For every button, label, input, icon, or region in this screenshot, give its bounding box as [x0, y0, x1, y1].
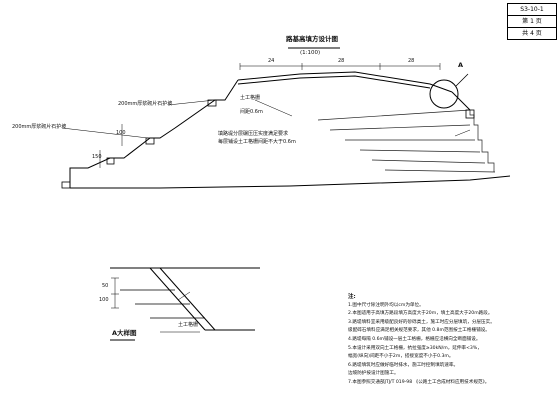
detail-slope-2	[159, 267, 216, 331]
callout-circle	[429, 79, 459, 109]
embankment-outline	[69, 71, 511, 189]
step-benching	[317, 109, 496, 173]
ground-line	[70, 175, 511, 189]
detail-a-drawing	[110, 267, 260, 333]
note-item: 6.路堤填筑时应做好临时排水，施工时控制填筑速率。	[348, 362, 459, 368]
detail-slope-1	[149, 267, 206, 331]
bench-drain-3	[106, 157, 115, 165]
leader-grid	[454, 129, 471, 137]
side-drain-right	[465, 109, 475, 119]
label-grid-spacing: 间距0.6m	[240, 109, 263, 115]
detail-dim-1: 50	[102, 283, 109, 289]
note-item: 边坡防护按设计图施工。	[348, 371, 399, 377]
detail-dim-2: 100	[99, 297, 109, 303]
callout-a-label: A	[458, 61, 464, 69]
note-item: 幅宽(纵向)间距不小于2m，搭接宽度不小于0.3m。	[348, 354, 454, 360]
road-crown	[237, 71, 453, 93]
title-block: S3-10-1 第 1 页 共 4 页	[507, 3, 557, 40]
note-item: 5.本设计采用双向土工格栅，抗拉强度≥30kN/m，延伸率<3%，	[348, 345, 482, 351]
fill-note-2: 每层铺设土工格栅间距不大于0.6m	[218, 139, 296, 145]
note-item: 3.路堤填料宜采用级配良好的砂砾类土，施工时应分层填筑，分层压实。	[348, 319, 495, 325]
callout-leader	[455, 73, 469, 87]
fill-note-1: 填路堤分层碾压压实度满足要求	[218, 131, 289, 137]
main-scale: (1:100)	[300, 50, 321, 56]
main-title: 路基高填方设计图	[286, 35, 338, 43]
page-number: 第 1 页	[508, 16, 556, 28]
road-crown-lower	[237, 75, 431, 89]
leader-upper	[167, 99, 216, 106]
note-item: 1.图中尺寸除注明外均以cm为单位。	[348, 302, 424, 308]
sheet-code: S3-10-1	[508, 4, 556, 16]
detail-title: A大样图	[112, 329, 137, 337]
detail-geogrid-label: 土工格栅	[178, 322, 199, 328]
note-item: 2.本图适用于高填方路段填方高度大于20m，填土高度大于20m路段。	[348, 311, 493, 317]
bench-drain-1	[207, 99, 217, 107]
design-notes: 注: 1.图中尺寸除注明外均以cm为单位。 2.本图适用于高填方路段填方高度大于…	[348, 293, 553, 388]
note-item: 4.路堤每隔 0.6m铺设一层土工格栅，格栅应沿横向全断面铺设。	[348, 336, 481, 342]
left-slope	[69, 79, 239, 188]
page-total: 共 4 页	[522, 30, 542, 37]
bench-drains	[61, 99, 217, 189]
leader-lower	[61, 127, 149, 139]
bench-drain-2	[145, 137, 155, 145]
leader-geogrid	[254, 99, 293, 117]
note-item: 级配碎石填料应满足相关规范要求，其他 0.8m范围按土工格栅铺设。	[348, 328, 490, 334]
note-item: 7.本图参照交通部JTJ/T 019-98 《公路土工合成材料应用技术规范》。	[348, 379, 490, 385]
label-bench-lower: 200mm厚浆砌片石护坡	[12, 124, 67, 130]
detail-geogrid-lines	[120, 289, 205, 319]
notes-heading: 注:	[348, 294, 356, 300]
dim-24: 24	[268, 58, 275, 64]
dim-28b: 28	[408, 58, 415, 64]
right-slope	[451, 91, 471, 111]
dim-28: 28	[338, 58, 345, 64]
toe-drain	[61, 181, 71, 189]
label-geogrid: 土工格栅	[240, 95, 261, 101]
dim-left2: 150	[92, 154, 102, 160]
dimensions	[99, 63, 441, 168]
label-bench-upper: 200mm厚浆砌片石护坡	[118, 101, 173, 107]
dim-left: 100	[116, 130, 126, 136]
